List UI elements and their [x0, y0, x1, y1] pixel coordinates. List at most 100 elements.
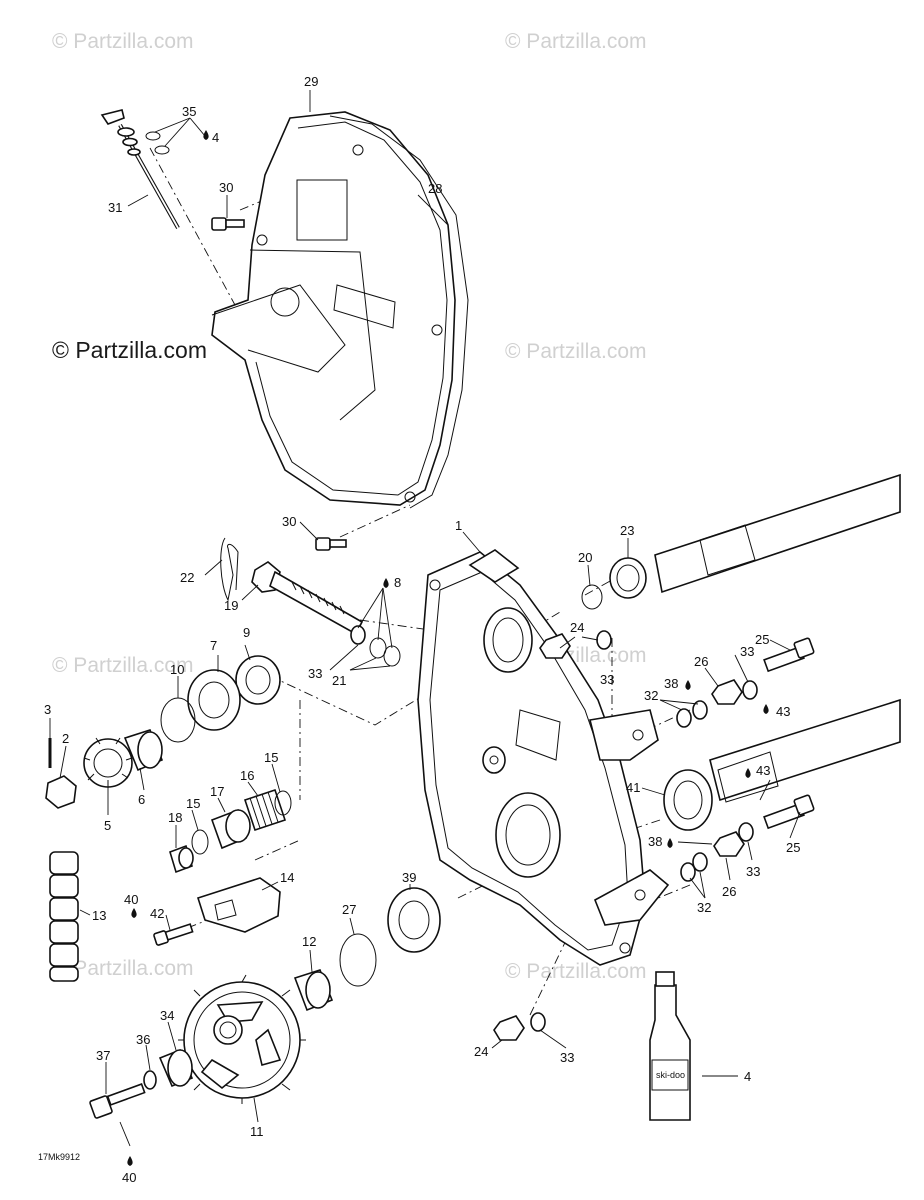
nut — [493, 1015, 525, 1041]
circlip — [160, 697, 196, 743]
watermark: © Partzilla.com — [52, 30, 194, 53]
callout-22: 22 — [180, 570, 194, 585]
callout-9: 9 — [243, 625, 250, 640]
bottle-label: ski-doo — [656, 1070, 685, 1080]
roller — [210, 808, 251, 850]
washer — [692, 852, 708, 872]
callout-13: 13 — [92, 908, 106, 923]
small-sprocket — [83, 737, 133, 788]
adjuster-bolt-upper — [763, 637, 815, 673]
cotter-pin — [220, 537, 239, 602]
callout-31: 31 — [108, 200, 122, 215]
washer — [680, 862, 696, 882]
washer — [738, 822, 754, 842]
washer — [274, 790, 292, 816]
callout-10: 10 — [170, 662, 184, 677]
callout-12: 12 — [302, 934, 316, 949]
chaincase-cover — [211, 111, 469, 509]
callout-23: 23 — [620, 523, 634, 538]
callout-34: 34 — [160, 1008, 174, 1023]
callout-32: 32 — [697, 900, 711, 915]
watermark: © Partzilla.com — [505, 960, 647, 983]
callout-18: 18 — [168, 810, 182, 825]
watermark: © Partzilla.com — [505, 340, 647, 363]
cover-bolt-bottom — [315, 537, 347, 551]
watermark: © Partzilla.com — [52, 957, 194, 980]
large-sprocket — [178, 974, 306, 1104]
nut — [711, 679, 743, 705]
callout-14: 14 — [280, 870, 294, 885]
chaincase-oil-bottle: ski-doo — [649, 971, 691, 1121]
callout-32: 32 — [644, 688, 658, 703]
needle-bearing — [243, 788, 287, 832]
callout-39: 39 — [402, 870, 416, 885]
callout-2: 2 — [62, 731, 69, 746]
callout-37: 37 — [96, 1048, 110, 1063]
washer — [350, 625, 366, 645]
chain-slider — [196, 877, 281, 933]
circlip — [339, 933, 377, 987]
o-ring — [383, 645, 401, 667]
washer — [191, 829, 209, 855]
nut — [713, 831, 745, 857]
callout-25: 25 — [786, 840, 800, 855]
callout-17: 17 — [210, 784, 224, 799]
bearing-7 — [187, 669, 241, 731]
callout-20: 20 — [578, 550, 592, 565]
spacer-34 — [158, 1048, 194, 1088]
callout-43: 43 — [756, 763, 770, 778]
callout-4: 4 — [212, 130, 219, 145]
bearing-41 — [663, 769, 713, 831]
callout-19: 19 — [224, 598, 238, 613]
callout-40: 40 — [122, 1170, 136, 1185]
sprocket-bolt — [89, 1083, 146, 1119]
callout-33: 33 — [600, 672, 614, 687]
nut — [539, 633, 571, 659]
callout-43: 43 — [776, 704, 790, 719]
washer — [530, 1012, 546, 1032]
drive-axle-lower — [709, 698, 901, 803]
washer — [742, 680, 758, 700]
callout-labels: 29 35 4 30 28 31 30 1 23 20 22 19 8 24 3… — [44, 74, 800, 1185]
tensioner-bolt — [251, 561, 364, 636]
callout-16: 16 — [240, 768, 254, 783]
callout-28: 28 — [428, 181, 442, 196]
callout-30: 30 — [219, 180, 233, 195]
callout-40: 40 — [124, 892, 138, 907]
callout-36: 36 — [136, 1032, 150, 1047]
washer — [596, 630, 612, 650]
callout-38: 38 — [664, 676, 678, 691]
callout-4: 4 — [744, 1069, 751, 1084]
lubricant-drop-icon — [127, 130, 769, 1166]
callout-6: 6 — [138, 792, 145, 807]
callout-27: 27 — [342, 902, 356, 917]
slider-bolt — [153, 923, 194, 946]
o-ring — [154, 145, 170, 155]
adjuster-bolt-lower — [763, 794, 815, 830]
callout-7: 7 — [210, 638, 217, 653]
chaincase-housing — [417, 549, 670, 966]
washer — [676, 708, 692, 728]
shaft-seal — [609, 557, 647, 599]
callout-41: 41 — [626, 780, 640, 795]
o-ring — [581, 584, 603, 610]
watermark: © Partzilla.com — [52, 654, 194, 677]
spacer-6 — [123, 729, 164, 772]
callout-8: 8 — [394, 575, 401, 590]
washer — [143, 1070, 157, 1090]
leader-lines — [49, 90, 801, 1147]
o-ring — [145, 131, 161, 141]
callout-30: 30 — [282, 514, 296, 529]
bearing-39 — [387, 887, 441, 953]
callout-33: 33 — [308, 666, 322, 681]
callout-42: 42 — [150, 906, 164, 921]
callout-35: 35 — [182, 104, 196, 119]
spacer-12 — [293, 969, 334, 1012]
callout-1: 1 — [455, 518, 462, 533]
cover-bolt-top — [211, 217, 245, 231]
bushing — [169, 844, 194, 874]
callout-3: 3 — [44, 702, 51, 717]
callout-33: 33 — [740, 644, 754, 659]
dipstick — [100, 109, 180, 229]
